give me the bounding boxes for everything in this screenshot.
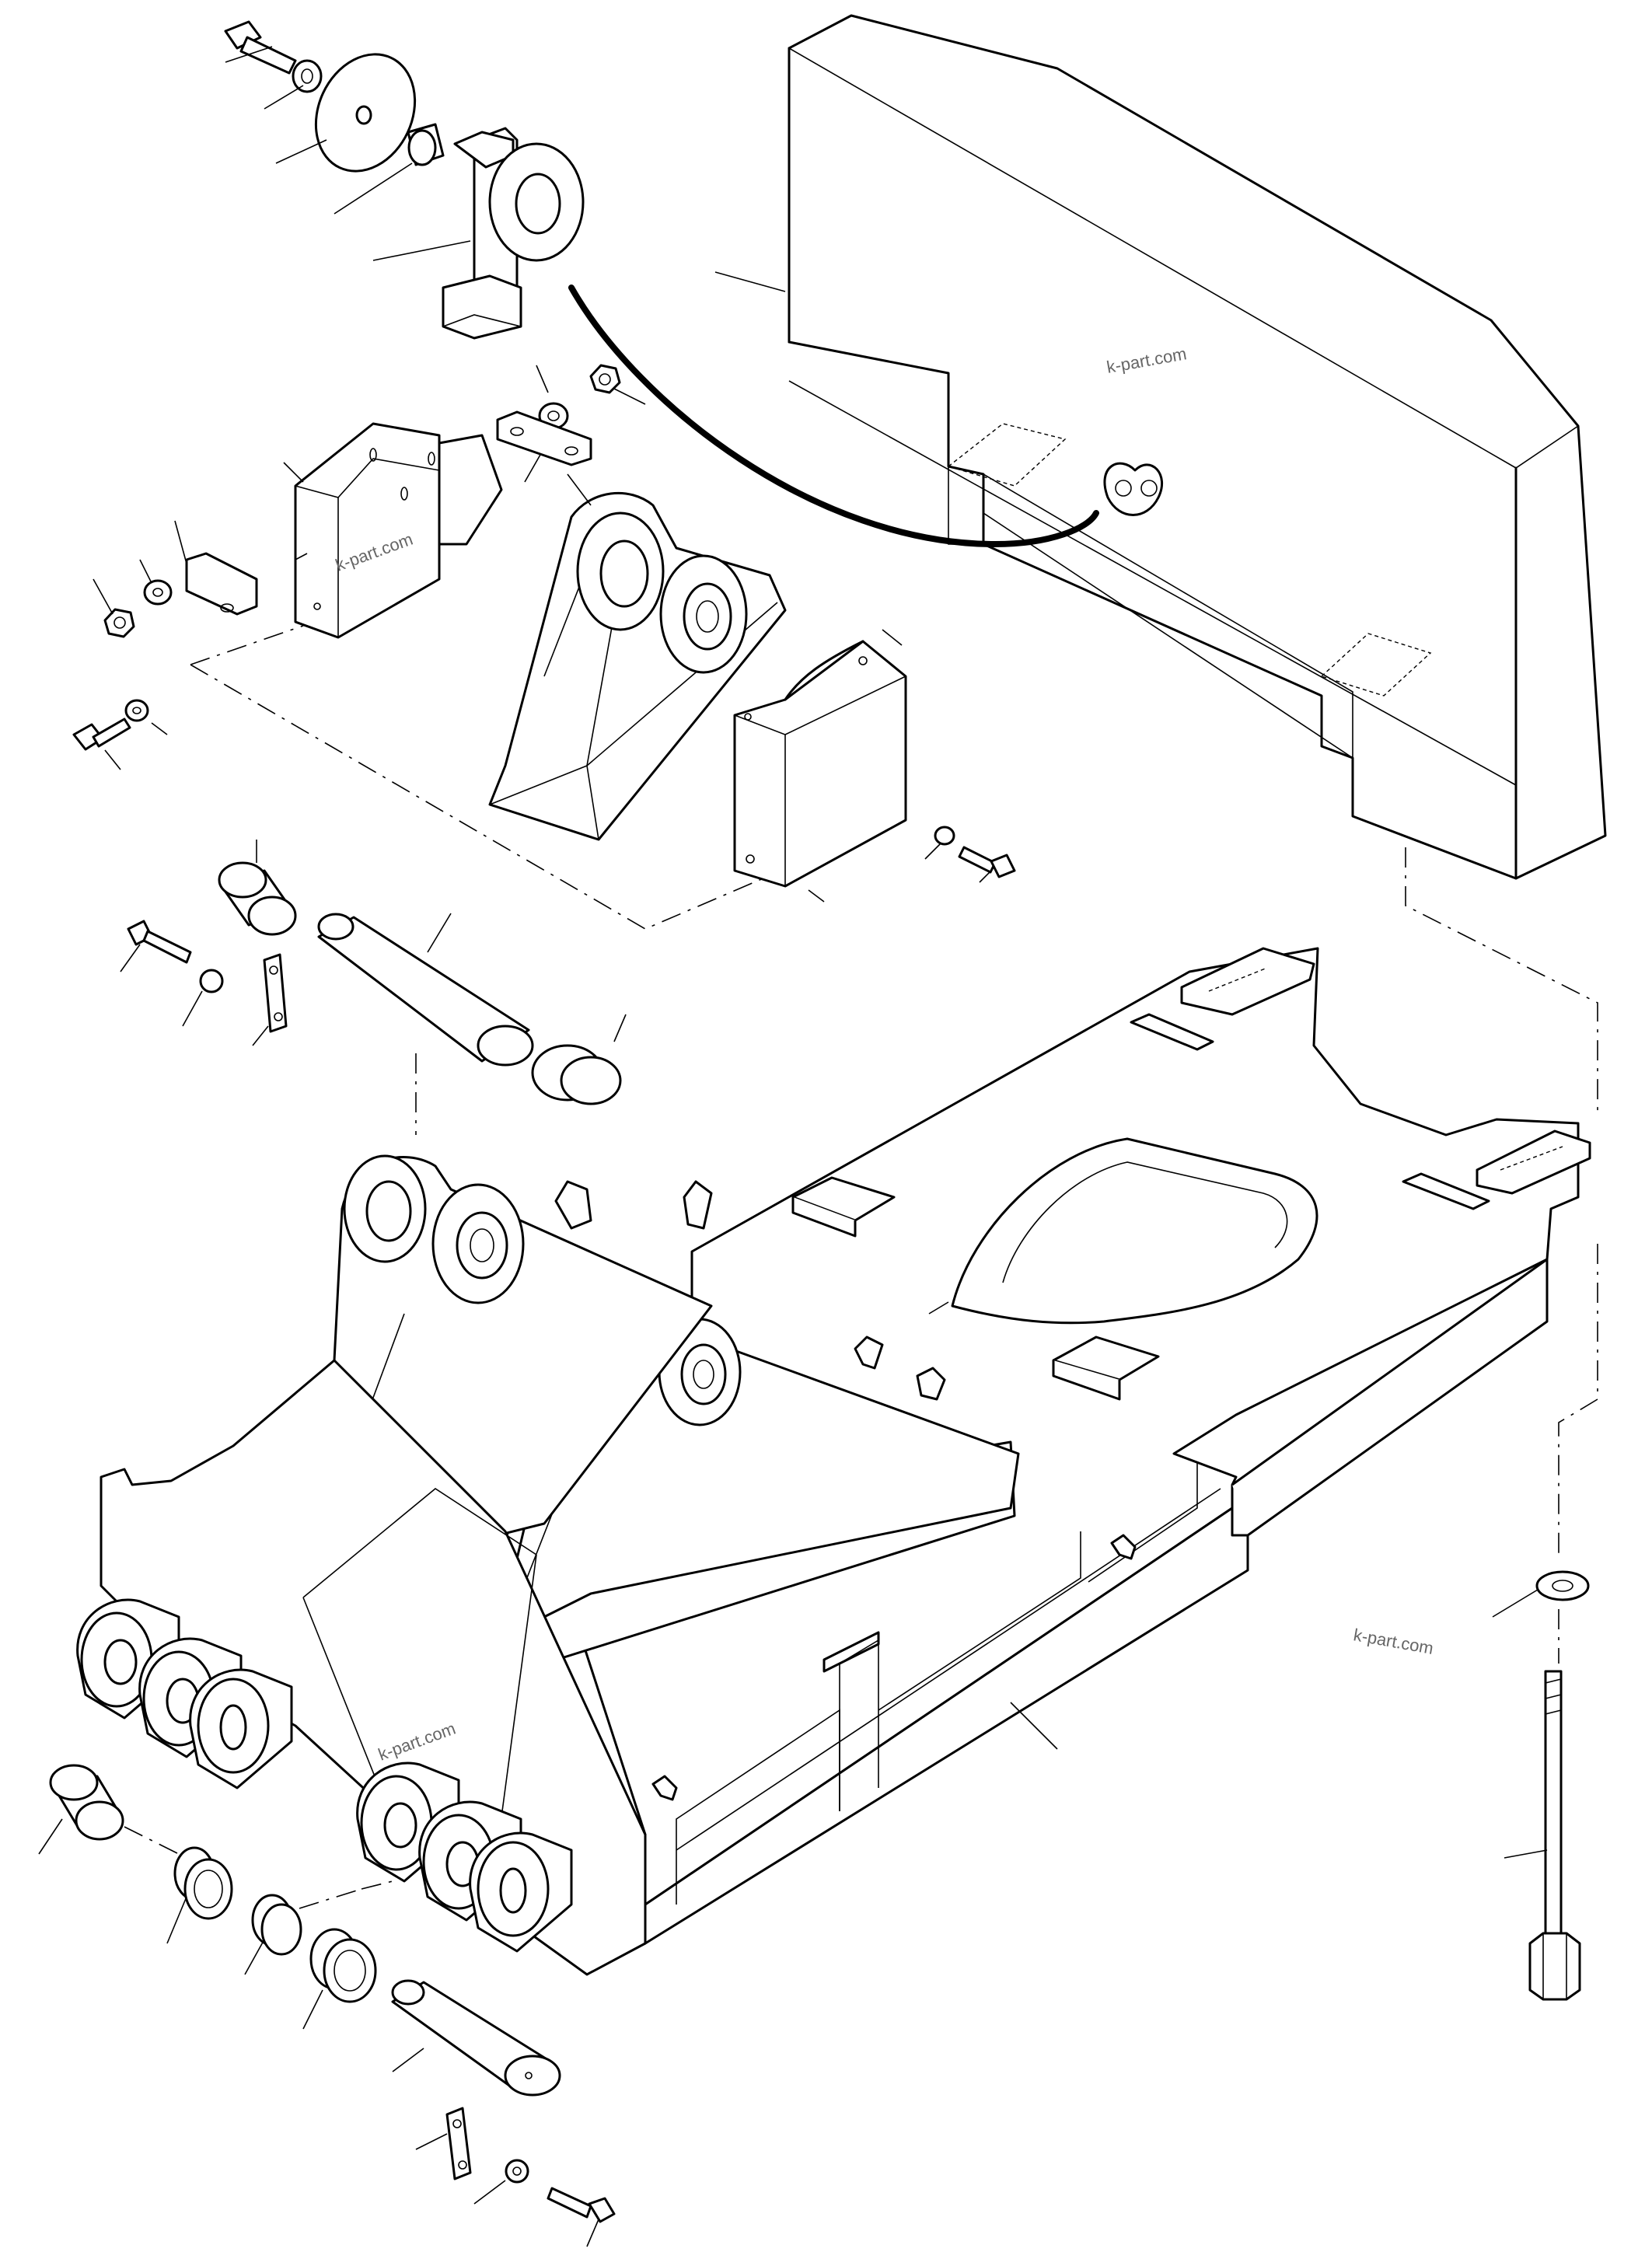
hose [568, 285, 1099, 548]
bracket-left [185, 552, 258, 616]
washer-bolt-left [124, 699, 149, 722]
washer-tie-rod [1535, 1570, 1590, 1601]
bolt-lower [547, 2187, 616, 2223]
front-eyes-left [76, 1598, 293, 1789]
spacer [407, 123, 445, 166]
bushing-c [251, 1894, 302, 1956]
boom-mount [488, 491, 787, 841]
bushing-lower [531, 1044, 622, 1105]
watermark: k-part.com [1352, 1625, 1435, 1658]
washer-left [143, 579, 173, 606]
washer-cover [934, 826, 955, 846]
bushing-upper [218, 861, 297, 936]
washer-lower [505, 2159, 529, 2184]
bracket-upper [496, 410, 592, 466]
disc [314, 53, 417, 173]
bolt-cover [958, 846, 1016, 878]
washer-top [292, 59, 323, 93]
front-eyes-right [356, 1761, 573, 1953]
cover [733, 640, 907, 888]
nut-upper [589, 364, 621, 394]
bushing-a [49, 1764, 124, 1841]
lifting-eye [442, 127, 585, 340]
bushing-b [173, 1846, 233, 1920]
bolt-pin-upper [127, 920, 192, 964]
counterweight [788, 14, 1607, 880]
cover-plate [294, 422, 503, 639]
bolt-left [72, 718, 131, 751]
nut-left [103, 608, 135, 638]
bushing-d [309, 1928, 377, 2003]
bolt-top [224, 20, 297, 75]
washer-pin-upper [199, 969, 224, 993]
pin-upper [317, 913, 534, 1067]
lock-plate-upper [263, 953, 288, 1033]
lock-plate-lower [445, 2107, 472, 2180]
main-frame [76, 947, 1591, 1976]
pin-lower [391, 1979, 561, 2097]
tie-rod [1528, 1670, 1581, 2001]
